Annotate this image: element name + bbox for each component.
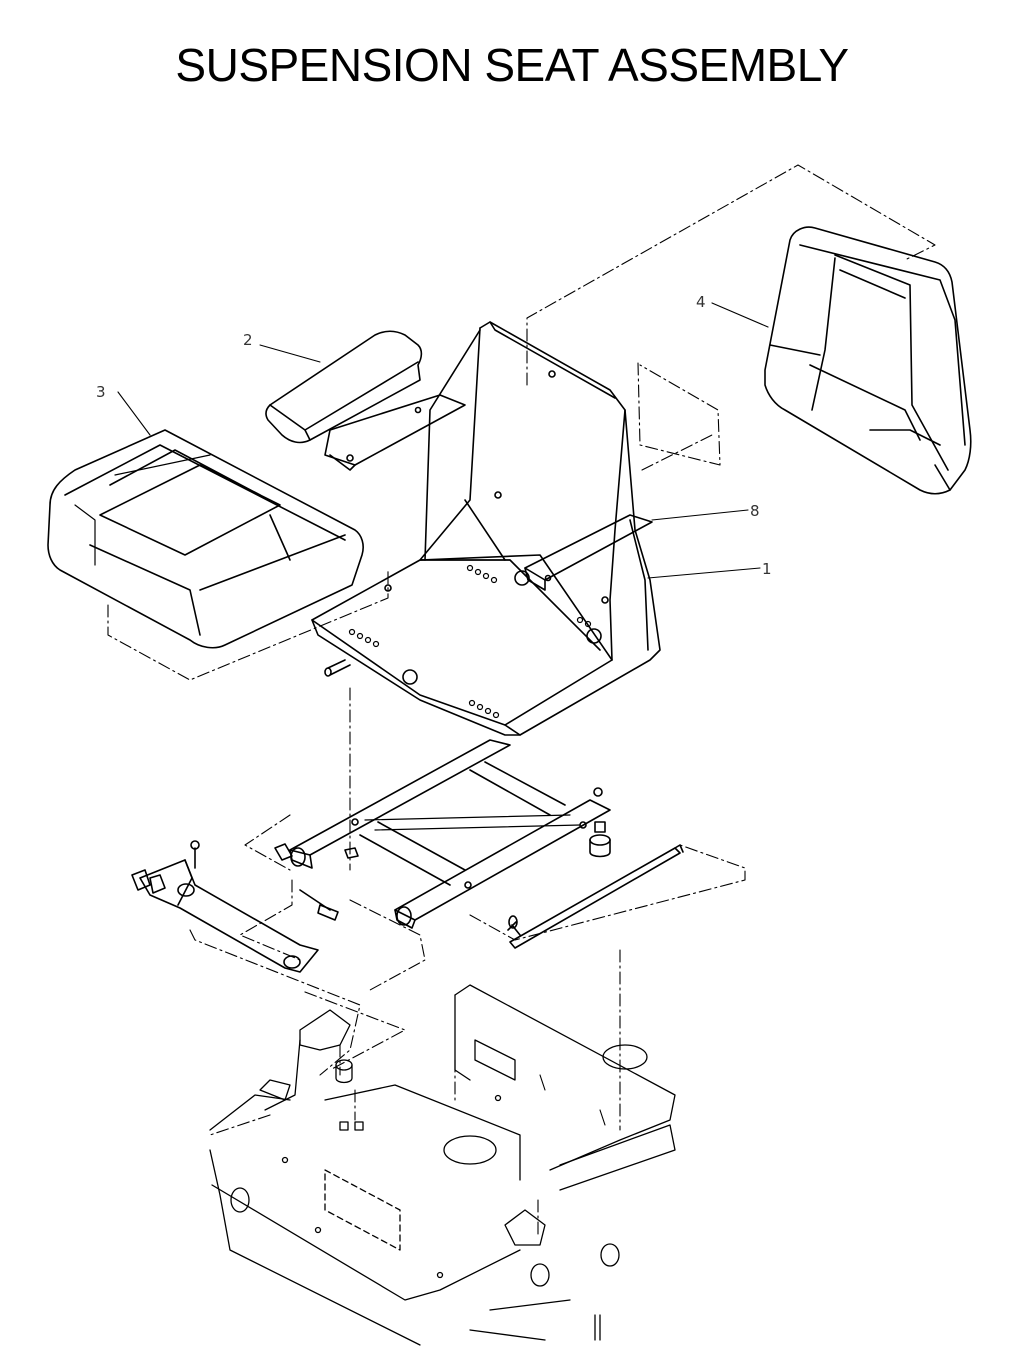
callout-1: 1 [762, 560, 772, 578]
pivot-bracket-left [131, 840, 339, 973]
armrest-bracket-right [524, 514, 653, 591]
link-rod [507, 844, 684, 949]
callout-2: 2 [243, 331, 253, 349]
diagram-title: SUSPENSION SEAT ASSEMBLY [175, 39, 849, 91]
suspension-frame [289, 739, 611, 929]
assembly-lines [107, 164, 936, 1236]
callout-3: 3 [96, 383, 106, 401]
callout-4: 4 [696, 293, 706, 311]
armrest-bracket-left [324, 394, 466, 471]
callout-8: 8 [750, 502, 760, 520]
seat-pan-frame [311, 321, 661, 736]
machine-frame [209, 984, 676, 1346]
armrest-pad [265, 330, 423, 444]
seat-cushion [47, 429, 364, 649]
back-cushion [764, 226, 972, 495]
leader-lines [117, 302, 769, 579]
